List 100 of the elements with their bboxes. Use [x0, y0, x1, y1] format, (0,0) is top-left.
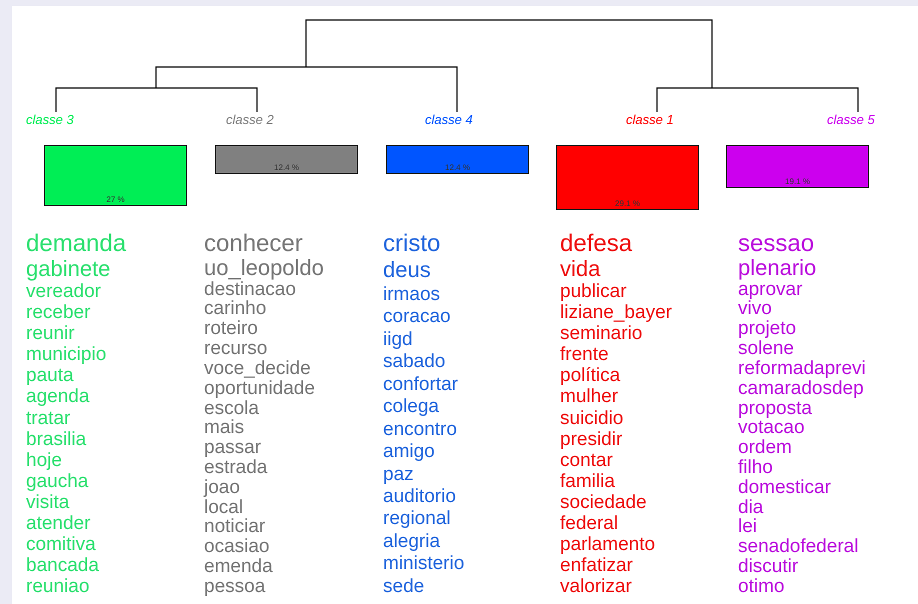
class-bar [726, 145, 869, 188]
word-label: discutir [738, 557, 800, 576]
word-label: vida [560, 258, 602, 280]
word-label: joao [204, 478, 241, 497]
word-label: conhecer [204, 232, 304, 256]
word-label: colega [383, 397, 440, 416]
word-label: auditorio [383, 486, 457, 506]
word-label: contar [560, 450, 614, 470]
word-label: otimo [738, 576, 786, 596]
class-label: classe 3 [26, 112, 74, 127]
word-label: estrada [204, 458, 268, 477]
word-label: valorizar [560, 577, 633, 596]
word-label: sabado [383, 352, 446, 372]
word-label: encontro [383, 420, 458, 439]
word-label: bancada [26, 556, 100, 575]
word-label: cristo [383, 232, 442, 256]
word-label: aprovar [738, 280, 802, 299]
word-label: reuniao [26, 577, 90, 596]
word-label: domesticar [738, 478, 832, 497]
word-label: reunir [26, 324, 76, 344]
word-label: demanda [26, 232, 126, 256]
word-label: dia [738, 498, 764, 517]
word-label: seminario [560, 324, 644, 344]
word-label: gaucha [26, 472, 90, 491]
word-label: agenda [26, 387, 90, 406]
word-label: sede [383, 576, 426, 596]
word-label: liziane_bayer [560, 303, 672, 322]
word-label: tratar [26, 408, 72, 428]
word-label: defesa [560, 232, 634, 256]
class-bar [44, 145, 187, 206]
word-label: vivo [738, 299, 772, 318]
word-label: vereador [26, 282, 102, 302]
word-label: deus [383, 259, 432, 282]
word-label: alegria [383, 532, 442, 551]
class-label: classe 4 [425, 112, 473, 127]
class-bar [556, 145, 699, 210]
word-label: hoje [26, 450, 63, 470]
word-label: plenario [738, 256, 818, 279]
word-label: visita [26, 492, 70, 512]
word-label: confortar [383, 374, 459, 394]
word-label: frente [560, 345, 610, 364]
word-label: ordem [738, 438, 793, 458]
word-label: escola [204, 398, 259, 418]
word-label: destinacao [204, 280, 296, 299]
word-label: uo_leopoldo [204, 256, 324, 279]
class-bar [215, 145, 358, 174]
word-label: ministerio [383, 554, 464, 574]
word-label: pauta [26, 366, 75, 386]
word-label: oportunidade [204, 378, 316, 398]
word-label: presidir [560, 430, 624, 449]
word-label: voce_decide [204, 358, 312, 378]
word-label: noticiar [204, 517, 266, 536]
word-label: solene [738, 339, 795, 358]
word-label: familia [560, 472, 616, 491]
word-label: iigd [383, 330, 414, 349]
word-label: irmaos [383, 284, 442, 304]
class-label: classe 2 [226, 112, 274, 127]
word-label: ocasiao [204, 537, 270, 556]
word-label: regional [383, 509, 452, 528]
word-label: coracao [383, 307, 452, 326]
word-label: local [204, 498, 244, 517]
word-label: suicidio [560, 408, 624, 428]
percentage-label: 27 % [105, 195, 126, 204]
word-label: paz [383, 464, 415, 484]
word-label: reformadaprevi [738, 358, 866, 378]
word-label: pessoa [204, 576, 266, 596]
word-label: gabinete [26, 258, 112, 280]
word-label: passar [204, 438, 262, 458]
percentage-label: 19.1 % [784, 177, 811, 186]
word-label: enfatizar [560, 556, 634, 575]
percentage-label: 29.1 % [614, 199, 641, 208]
word-label: parlamento [560, 534, 656, 554]
word-label: publicar [560, 282, 628, 302]
word-label: votacao [738, 418, 805, 438]
word-label: sessao [738, 232, 816, 256]
word-label: sociedade [560, 492, 648, 512]
word-label: brasilia [26, 430, 88, 449]
word-label: receber [26, 303, 92, 322]
word-label: amigo [383, 442, 436, 462]
word-label: camaradosdep [738, 378, 864, 398]
percentage-label: 12.4 % [273, 163, 300, 172]
percentage-label: 12.4 % [444, 163, 471, 172]
word-label: roteiro [204, 319, 259, 338]
word-label: proposta [738, 398, 812, 418]
word-label: carinho [204, 299, 268, 318]
word-label: recurso [204, 339, 268, 358]
word-label: federal [560, 514, 620, 533]
word-label: comitiva [26, 534, 97, 554]
class-bar [386, 145, 529, 174]
word-label: lei [738, 517, 758, 536]
word-label: projeto [738, 319, 798, 338]
word-label: emenda [204, 557, 274, 576]
word-label: mulher [560, 387, 620, 406]
word-label: política [560, 366, 622, 386]
word-label: senadofederal [738, 537, 860, 556]
word-label: municipio [26, 345, 108, 364]
word-label: atender [26, 514, 92, 533]
class-label: classe 1 [626, 112, 674, 127]
word-label: filho [738, 458, 774, 477]
class-label: classe 5 [827, 112, 875, 127]
